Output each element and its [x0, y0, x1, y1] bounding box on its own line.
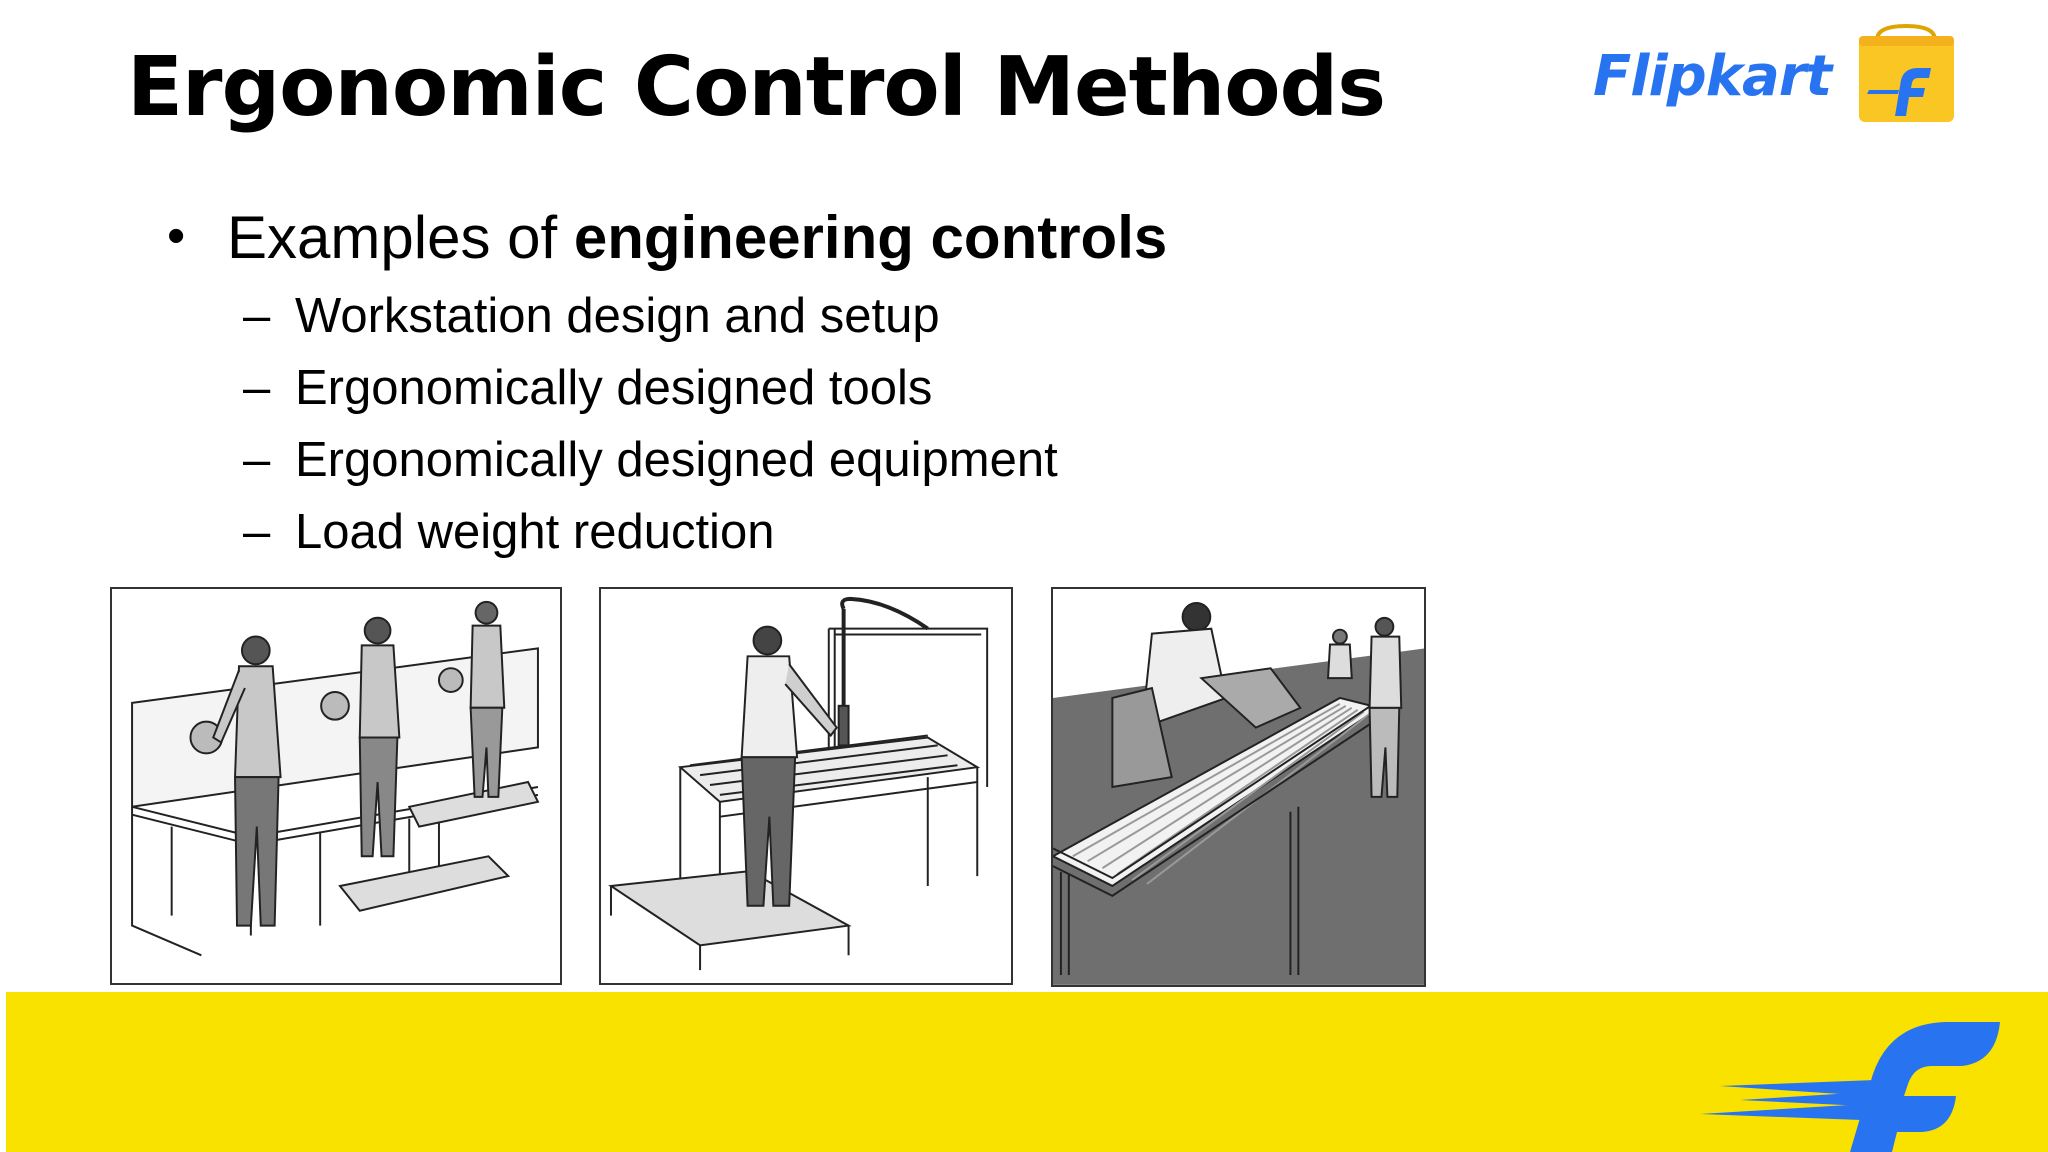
bullet-prefix: Examples of — [227, 204, 574, 271]
flipkart-wordmark: Flipkart — [1593, 44, 1832, 109]
worker-with-suspended-tool-illustration — [599, 587, 1013, 985]
roller-conveyor-illustration — [1051, 587, 1426, 987]
sub-item-text: Ergonomically designed tools — [295, 361, 933, 415]
dash-marker: – — [243, 289, 271, 343]
sub-item-text: Load weight reduction — [295, 505, 775, 559]
bullet-marker: • — [167, 207, 186, 265]
sub-item: –Workstation design and setup — [165, 280, 1167, 352]
dash-marker: – — [243, 505, 271, 559]
dash-marker: – — [243, 361, 271, 415]
flipkart-f-icon — [1700, 1022, 2000, 1152]
sub-item-text: Ergonomically designed equipment — [295, 433, 1058, 487]
sub-item: –Ergonomically designed tools — [165, 352, 1167, 424]
workbench-drawing — [131, 600, 540, 957]
shopping-bag-icon — [1859, 24, 1954, 122]
workers-at-workbenches-illustration — [110, 587, 562, 985]
sub-item: –Load weight reduction — [165, 496, 1167, 568]
bullet-list: • Examples of engineering controls –Work… — [165, 196, 1167, 568]
conveyor-drawing — [1053, 589, 1424, 985]
bullet-engineering-controls: • Examples of engineering controls — [165, 196, 1167, 280]
flipkart-logo: Flipkart — [1585, 24, 1960, 124]
sub-item: –Ergonomically designed equipment — [165, 424, 1167, 496]
footer-band — [6, 992, 2048, 1152]
sub-item-text: Workstation design and setup — [295, 289, 940, 343]
dash-marker: – — [243, 433, 271, 487]
suspended-tool-drawing — [608, 596, 989, 971]
slide-title: Ergonomic Control Methods — [127, 40, 1386, 135]
bullet-emphasis: engineering controls — [573, 204, 1168, 271]
